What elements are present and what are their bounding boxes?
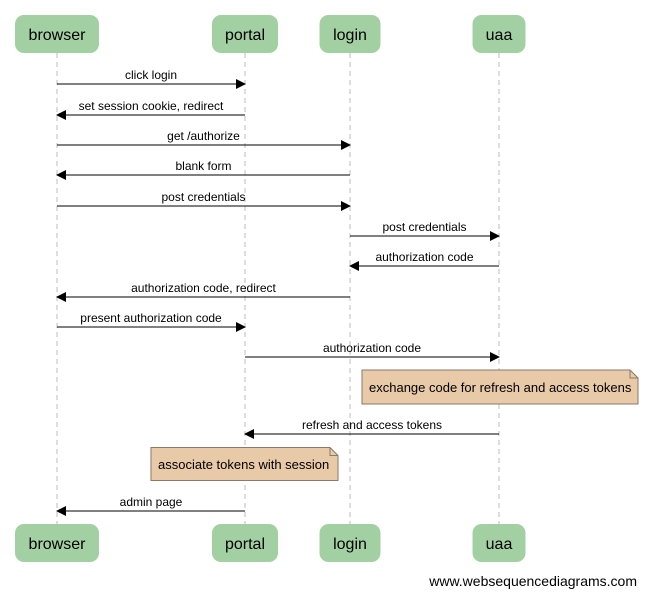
actor-label: login xyxy=(333,27,367,44)
actor-label: browser xyxy=(29,536,87,553)
message-4: blank form xyxy=(56,159,350,180)
message-label: authorization code, redirect xyxy=(131,281,276,295)
actor-box xyxy=(319,15,381,53)
message-12: refresh and access tokens xyxy=(244,418,499,439)
actor-uaa-bottom: uaa xyxy=(472,524,526,562)
actor-login-top: login xyxy=(319,15,381,53)
actor-portal-bottom: portal xyxy=(212,524,278,562)
note-box xyxy=(361,369,639,405)
message-label: refresh and access tokens xyxy=(302,418,442,432)
note-text: associate tokens with session xyxy=(158,457,329,472)
message-label: admin page xyxy=(120,495,183,509)
actor-label: portal xyxy=(225,27,265,44)
note-box xyxy=(150,447,339,481)
message-2: set session cookie, redirect xyxy=(56,99,245,120)
lifelines xyxy=(56,53,500,524)
actor-box xyxy=(472,15,526,53)
message-9: present authorization code xyxy=(57,311,246,332)
actor-portal-top: portal xyxy=(212,15,278,53)
actor-box xyxy=(15,15,99,53)
message-3: get /authorize xyxy=(57,129,351,150)
footer-credit: www.websequencediagrams.com xyxy=(429,573,637,589)
actor-box xyxy=(212,524,278,562)
actor-uaa-top: uaa xyxy=(472,15,526,53)
actor-label: uaa xyxy=(486,27,513,44)
actors-bottom: browser portal login uaa xyxy=(15,524,526,562)
note-text: exchange code for refresh and access tok… xyxy=(369,380,632,395)
message-14: admin page xyxy=(56,495,245,516)
actor-browser-top: browser xyxy=(15,15,99,53)
message-5: post credentials xyxy=(57,190,351,211)
note-uaa: exchange code for refresh and access tok… xyxy=(361,369,639,405)
message-8: authorization code, redirect xyxy=(56,281,350,302)
note-portal: associate tokens with session xyxy=(150,447,339,481)
actor-box xyxy=(319,524,381,562)
actor-box xyxy=(472,524,526,562)
actor-label: login xyxy=(333,536,367,553)
message-10: authorization code xyxy=(245,341,500,362)
actor-label: portal xyxy=(225,536,265,553)
message-label: present authorization code xyxy=(80,311,222,325)
actor-login-bottom: login xyxy=(319,524,381,562)
actors-top: browser portal login uaa xyxy=(15,15,526,53)
message-label: click login xyxy=(125,68,177,82)
actor-label: uaa xyxy=(486,536,513,553)
message-label: post credentials xyxy=(161,190,245,204)
message-7: authorization code xyxy=(349,250,499,271)
message-6: post credentials xyxy=(350,220,500,241)
note-fold xyxy=(329,447,338,456)
steps: click login set session cookie, redirect g… xyxy=(56,68,639,516)
message-label: authorization code xyxy=(323,341,421,355)
message-1: click login xyxy=(57,68,246,89)
message-label: blank form xyxy=(175,159,231,173)
message-label: set session cookie, redirect xyxy=(79,99,224,113)
message-label: post credentials xyxy=(382,220,466,234)
actor-label: browser xyxy=(29,27,87,44)
message-label: get /authorize xyxy=(167,129,240,143)
actor-browser-bottom: browser xyxy=(15,524,99,562)
note-fold xyxy=(629,370,638,379)
message-label: authorization code xyxy=(375,250,473,264)
actor-box xyxy=(15,524,99,562)
actor-box xyxy=(212,15,278,53)
